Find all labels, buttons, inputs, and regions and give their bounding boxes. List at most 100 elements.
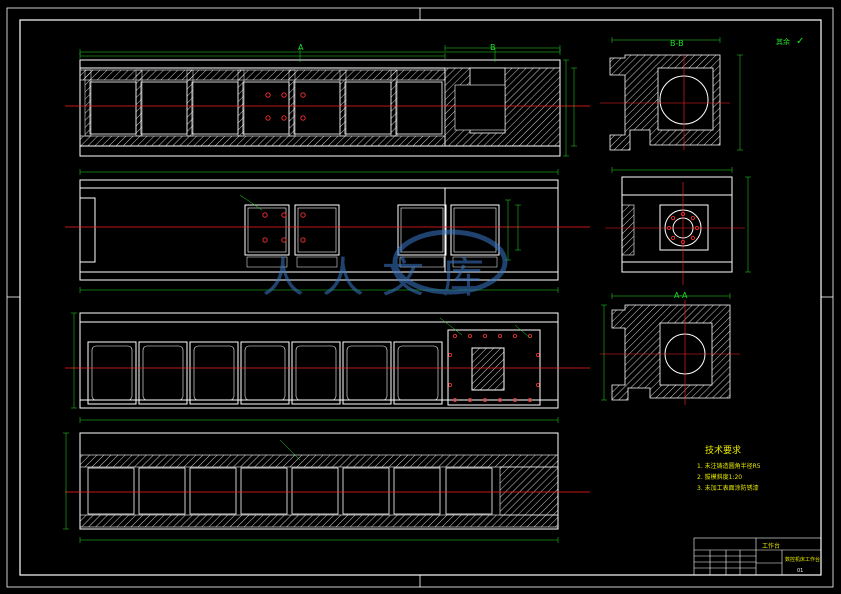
longitudinal-section: [65, 432, 590, 530]
pocket-window: [291, 341, 341, 405]
pocket-flange: [399, 256, 445, 268]
rib-wall: [390, 69, 398, 137]
note-line: 2. 拔模斜度1:20: [697, 473, 742, 481]
pocket-window: [189, 341, 239, 405]
bolt-hole: [300, 212, 306, 218]
leader-line: [439, 317, 463, 336]
pocket-window: [138, 341, 188, 405]
bolt-hole: [671, 235, 676, 240]
bolt-hole: [452, 397, 457, 402]
bolt-hole: [262, 212, 268, 218]
title-block: [693, 537, 822, 576]
section-aa-view: [600, 300, 740, 405]
rib-cell: [445, 467, 493, 515]
technical-notes: 技术要求 1. 未注铸造圆角半径R5 2. 拔模斜度1:20 3. 未加工表面涂…: [697, 444, 761, 492]
inner-frame: [19, 19, 822, 576]
bolt-hole: [262, 237, 268, 243]
rib-cell: [393, 467, 441, 515]
watermark: 人人文库: [262, 229, 508, 302]
leader-line: [514, 324, 531, 339]
top-view: [65, 179, 590, 281]
pocket-inner: [297, 207, 337, 253]
bolt-hole: [482, 333, 487, 338]
drawing-name: 数控机床工作台: [785, 556, 820, 563]
leader-line: [239, 194, 263, 211]
roughness-label: 其余: [776, 37, 790, 46]
pocket-flange: [452, 256, 498, 268]
bolt-hole: [497, 397, 502, 402]
sheet-number: 01: [797, 568, 803, 574]
bolt-hole: [281, 92, 287, 98]
section-label-a: A: [298, 43, 304, 52]
bolt-hole: [536, 382, 541, 387]
section-bb-view: [600, 54, 730, 151]
pocket-inner: [142, 345, 184, 401]
pocket-window: [244, 204, 290, 256]
bolt-hole: [690, 235, 695, 240]
rib-wall: [135, 69, 143, 137]
rib-cell: [395, 81, 443, 135]
rib-cell: [242, 81, 290, 135]
bolt-hole: [528, 397, 533, 402]
bolt-hole: [513, 397, 518, 402]
bolt-hole: [497, 333, 502, 338]
pocket-window: [87, 341, 137, 405]
bolt-hole: [447, 382, 452, 387]
rib-cell: [240, 467, 288, 515]
bolt-hole: [467, 333, 472, 338]
bolt-hole: [536, 352, 541, 357]
rib-cell: [89, 81, 137, 135]
centering-marks: [7, 8, 833, 587]
rib-cell: [140, 81, 188, 135]
rib-cell: [191, 81, 239, 135]
rib-cell: [291, 467, 339, 515]
pocket-inner: [193, 345, 235, 401]
rib-cell: [344, 81, 392, 135]
rib-wall: [237, 69, 245, 137]
section-label-b: B: [490, 43, 496, 52]
part-name: 工作台: [762, 542, 780, 550]
note-line: 1. 未注铸造圆角半径R5: [697, 462, 761, 470]
bolt-hole: [513, 333, 518, 338]
front-section-view: [65, 59, 590, 157]
rib-cell: [189, 467, 237, 515]
pocket-inner: [91, 345, 133, 401]
section-label-aa: A-A: [674, 291, 688, 300]
pocket-window: [240, 341, 290, 405]
rib-wall: [186, 69, 194, 137]
pocket-inner: [247, 207, 287, 253]
bolt-hole: [690, 216, 695, 221]
section-label-bb: B-B: [670, 39, 684, 48]
note-line: 3. 未加工表面涂防锈漆: [697, 484, 759, 492]
rib-cell: [342, 467, 390, 515]
leader-line: [279, 439, 301, 461]
notes-title: 技术要求: [705, 444, 741, 456]
bolt-hole: [300, 237, 306, 243]
bolt-hole: [281, 115, 287, 121]
rib-cell: [87, 467, 135, 515]
pocket-window: [393, 341, 443, 405]
rib-cell: [293, 81, 341, 135]
pocket-inner: [397, 345, 439, 401]
bolt-hole: [452, 333, 457, 338]
pocket-inner: [346, 345, 388, 401]
bolt-hole: [300, 115, 306, 121]
bolt-hole: [467, 397, 472, 402]
pocket-flange: [246, 256, 288, 268]
rib-wall: [339, 69, 347, 137]
pocket-window: [342, 341, 392, 405]
rib-cell: [138, 467, 186, 515]
bottom-view: [65, 312, 590, 409]
pocket-inner: [244, 345, 286, 401]
bolt-hole: [300, 92, 306, 98]
bolt-hole: [671, 216, 676, 221]
side-view: [605, 176, 745, 285]
watermark-text: 人人文库: [262, 253, 502, 302]
bolt-hole: [528, 333, 533, 338]
bolt-hole: [281, 237, 287, 243]
bolt-hole: [265, 92, 271, 98]
bolt-hole: [265, 115, 271, 121]
bolt-hole: [281, 212, 287, 218]
